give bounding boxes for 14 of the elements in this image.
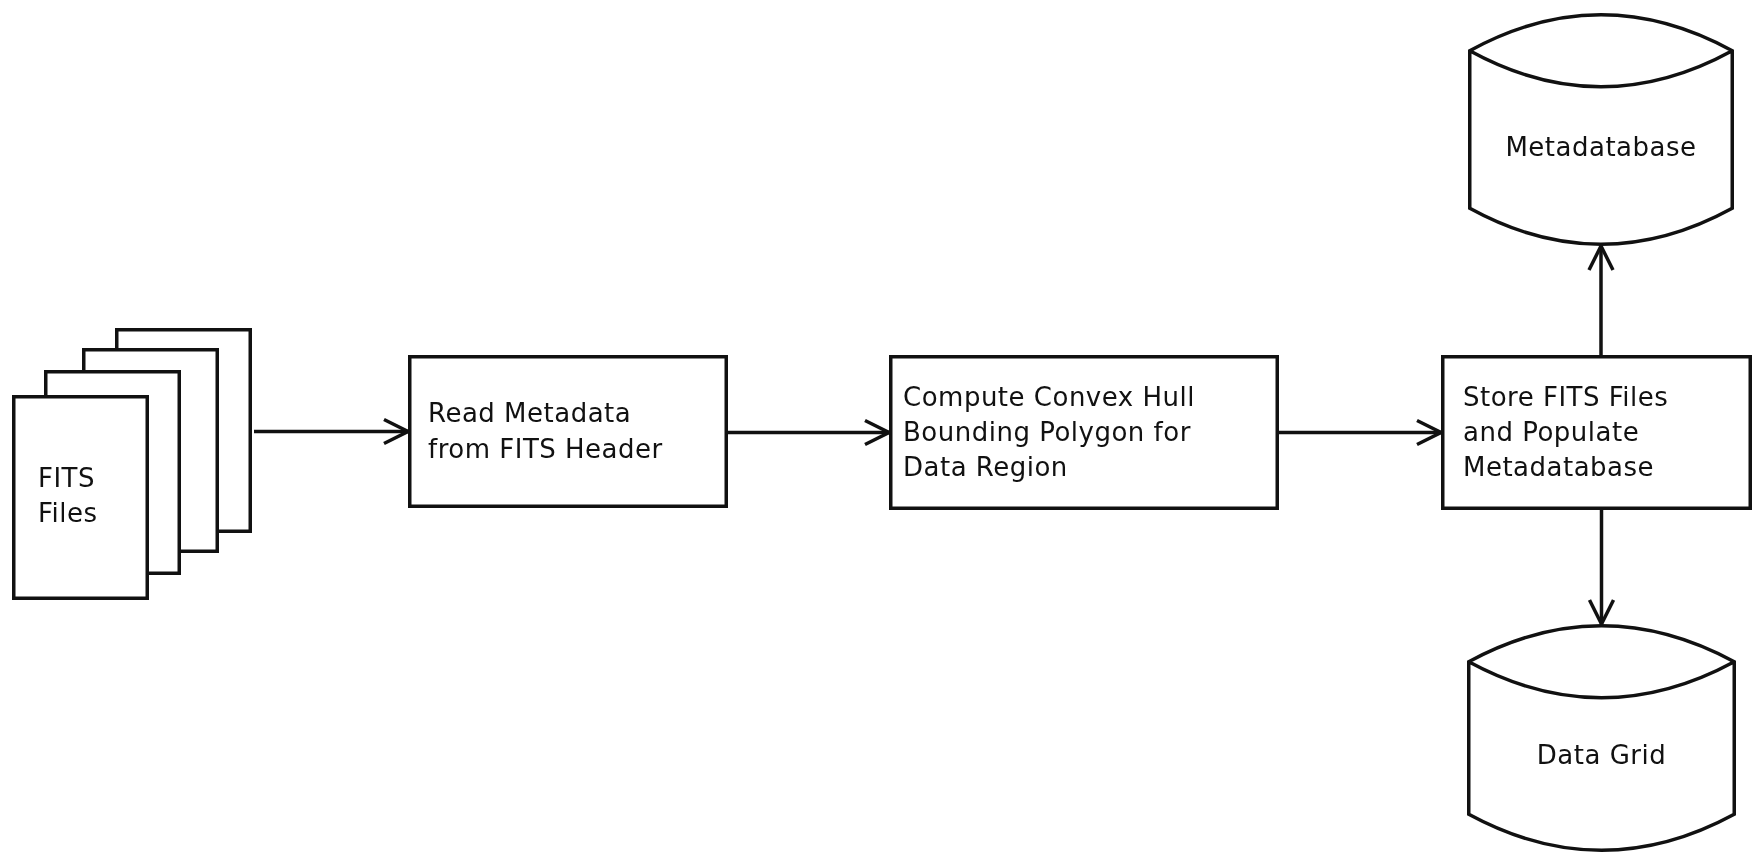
process-box	[1441, 355, 1752, 510]
document-stack	[12, 328, 254, 602]
node-label: Metadatabase	[1505, 130, 1697, 164]
arrow	[1587, 244, 1615, 355]
node-label: Compute Convex Hull Bounding Polygon for Data Region	[903, 380, 1196, 485]
database-cylinder	[1468, 13, 1734, 246]
node-label: Store FITS Files and Populate Metadatabase	[1463, 380, 1670, 485]
arrow	[1587, 510, 1616, 626]
database-cylinder	[1467, 624, 1736, 852]
process-box	[408, 355, 728, 508]
node-label: Read Metadata from FITS Header	[428, 397, 664, 466]
node-label: Data Grid	[1536, 739, 1667, 773]
process-box	[889, 355, 1279, 510]
node-label: FITS Files	[38, 461, 99, 530]
